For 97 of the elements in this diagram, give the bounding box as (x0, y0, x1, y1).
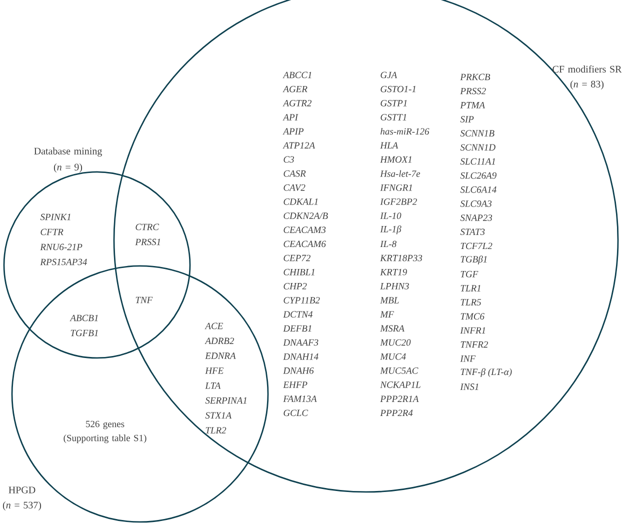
gene-name: TLR1 (460, 285, 480, 292)
set-label: CF modifiers SR (552, 65, 622, 73)
note-text: 526 genes (Supporting table S1) (64, 420, 146, 444)
gene-name: AGTR2 (282, 100, 312, 106)
gene-name: PTMA (460, 102, 486, 108)
set-label: (n = 537) (2, 501, 42, 511)
gene-name: has-miR-126 (380, 128, 430, 135)
gene-name: GCLC (284, 410, 308, 416)
gene-name: SLC11A1 (460, 158, 495, 165)
gene-name: TCF7L2 (460, 242, 492, 250)
gene-name: AGER (282, 86, 308, 92)
gene-name: MBL (380, 297, 399, 304)
gene-name: SCNN1B (460, 130, 494, 136)
set-label: Database mining (34, 147, 102, 157)
gene-name: MUC4 (380, 353, 406, 360)
gene-name: GSTP1 (380, 100, 407, 106)
gene-name: Hsa-let-7e (380, 170, 420, 177)
gene-name: ABCB1 (70, 314, 98, 322)
gene-name: EDNRA (205, 352, 236, 359)
gene-name: ADRB2 (204, 338, 234, 344)
gene-name: CHP2 (284, 283, 307, 290)
gene-name: IL-10 (380, 212, 402, 219)
gene-name: MUC20 (380, 339, 411, 346)
gene-name: IL-1β (380, 226, 402, 234)
gene-name: TGF (460, 270, 478, 278)
gene-name: IGF2BP2 (380, 198, 417, 205)
gene-name: CEACAM6 (284, 240, 326, 248)
gene-name: TGBβ1 (460, 256, 487, 264)
gene-name: MF (380, 311, 394, 318)
gene-name: CYP11B2 (284, 297, 320, 304)
gene-name: HFE (205, 368, 224, 374)
gene-name: RNU6-21P (40, 244, 82, 250)
gene-name: CDKN2A/B (284, 212, 328, 219)
gene-name: CASR (284, 170, 306, 177)
gene-name: SLC6A14 (460, 186, 496, 193)
gene-name: INF (460, 355, 476, 362)
gene-name: CEP72 (284, 254, 310, 262)
gene-name: PPP2R1A (380, 396, 419, 402)
gene-name: EHFP (283, 382, 308, 388)
gene-name: INFR1 (460, 327, 486, 334)
gene-name: CHIBL1 (284, 268, 314, 276)
gene-name: APIP (282, 128, 304, 134)
gene-name: MUC5AC (380, 367, 418, 374)
gene-name: GSTO1-1 (380, 86, 416, 92)
gene-name: STAT3 (460, 228, 485, 236)
gene-name: SPINK1 (40, 214, 70, 220)
gene-name: RPS15AP34 (40, 258, 87, 266)
gene-name: TGFB1 (70, 330, 98, 336)
gene-name: PRKCB (460, 74, 490, 80)
gene-name: IFNGR1 (380, 184, 412, 191)
gene-name: KRT19 (380, 268, 407, 276)
gene-name: LPHN3 (380, 283, 409, 290)
set-label: HPGD (8, 486, 36, 494)
gene-name: DNAH14 (283, 353, 318, 360)
gene-name: SLC26A9 (460, 172, 496, 179)
gene-name: ABCC1 (282, 72, 312, 78)
gene-name: HMOX1 (380, 156, 412, 163)
gene-name: MSRA (380, 325, 404, 332)
gene-name: CDKAL1 (284, 198, 318, 205)
gene-name: NCKAP1L (380, 382, 420, 388)
set-label: (n = 83) (570, 80, 604, 90)
gene-name: GSTT1 (380, 114, 406, 120)
gene-name: TNFR2 (460, 341, 488, 348)
gene-name: TMC6 (460, 313, 484, 320)
gene-name: IL-8 (380, 240, 396, 248)
set-label: (n = 9) (54, 163, 82, 173)
gene-name: KRT18P33 (380, 254, 422, 262)
gene-name: SNAP23 (460, 214, 492, 221)
gene-name: CFTR (40, 228, 64, 236)
gene-name: LTA (205, 382, 221, 389)
gene-name: TLR2 (206, 427, 226, 434)
gene-name: TNF (136, 296, 153, 304)
gene-name: TLR5 (460, 299, 482, 306)
gene-name: INS1 (460, 384, 478, 390)
gene-name: CEACAM3 (284, 226, 326, 234)
gene-name: API (282, 114, 298, 120)
gene-name: SERPINA1 (205, 397, 246, 404)
gene-name: ATP12A (282, 142, 316, 149)
gene-name: TNF-β (LT-α) (460, 368, 512, 378)
gene-name: SLC9A3 (460, 200, 492, 207)
gene-name: DEFB1 (283, 325, 312, 332)
gene-name: CAV2 (284, 184, 306, 191)
gene-name: ACE (204, 322, 223, 330)
gene-name: SCNN1D (460, 144, 496, 151)
gene-name: PPP2R4 (380, 410, 413, 416)
gene-name: PRSS2 (460, 88, 486, 94)
gene-name: DCTN4 (283, 311, 313, 318)
gene-name: STX1A (205, 412, 232, 419)
gene-name: CTRC (136, 224, 160, 230)
gene-name: C3 (284, 156, 294, 163)
gene-name: PRSS1 (135, 238, 160, 246)
gene-name: GJA (380, 72, 398, 78)
gene-name: FAM13A (283, 396, 317, 402)
gene-name: HLA (380, 142, 398, 149)
gene-name: DNAAF3 (283, 339, 318, 346)
gene-name: SIP (460, 116, 474, 122)
gene-name: DNAH6 (283, 367, 314, 374)
